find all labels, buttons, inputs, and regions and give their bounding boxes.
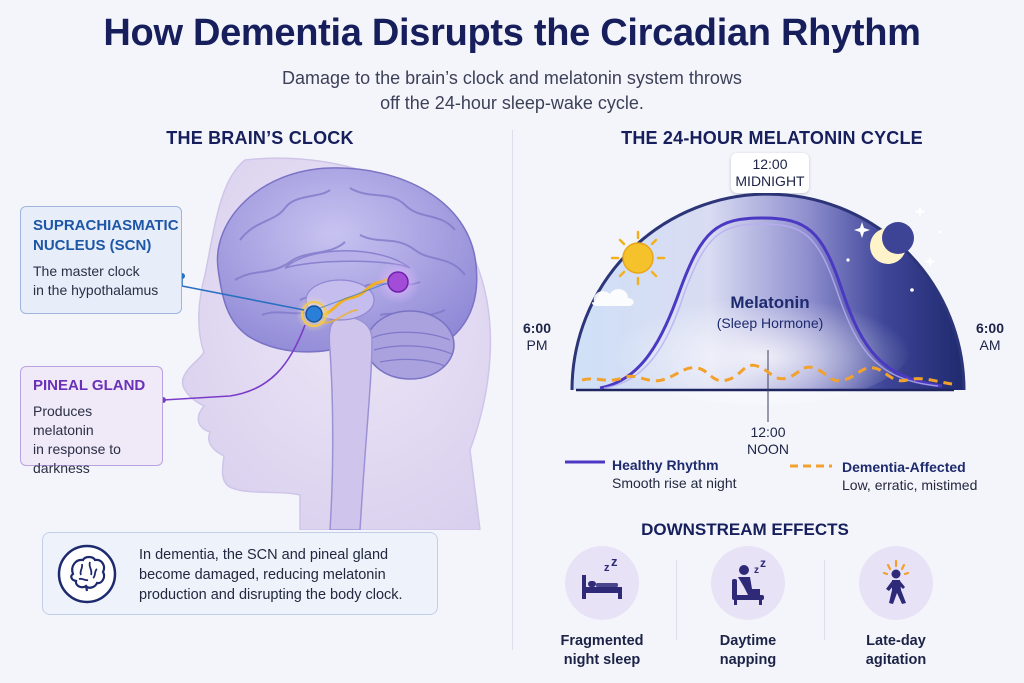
effect-label-line: agitation	[865, 652, 927, 668]
clock-time-label: AM	[979, 337, 1001, 353]
effect-fragmented-sleep: z z Fragmented night sleep	[542, 546, 662, 670]
melatonin-label: Melatonin (Sleep Hormone)	[700, 292, 840, 333]
legend-swatch-dementia	[790, 464, 832, 468]
info-line: In dementia, the SCN and pineal gland	[139, 547, 389, 563]
effect-icon-circle: z z	[711, 546, 785, 620]
scn-title-line: NUCLEUS (SCN)	[33, 237, 152, 254]
dementia-info-box: In dementia, the SCN and pineal gland be…	[42, 532, 438, 615]
scn-desc-line: in the hypothalamus	[33, 282, 159, 298]
scn-callout: SUPRACHIASMATIC NUCLEUS (SCN) The master…	[20, 206, 182, 314]
legend-desc: Low, erratic, mistimed	[842, 477, 978, 493]
pineal-desc-line: Produces melatonin	[33, 403, 94, 438]
subtitle-line: off the 24-hour sleep-wake cycle.	[380, 93, 644, 113]
melatonin-desc: (Sleep Hormone)	[716, 315, 824, 331]
legend-title: Healthy Rhythm	[612, 457, 719, 473]
legend-desc: Smooth rise at night	[612, 475, 737, 491]
agitated-walking-icon	[882, 559, 910, 604]
moon-icon	[870, 222, 914, 264]
six-pm-label: 6:00 PM	[517, 320, 557, 354]
info-line: production and disrupting the body clock…	[139, 587, 403, 603]
svg-text:z: z	[754, 565, 759, 576]
pineal-callout: PINEAL GLAND Produces melatonin in respo…	[20, 366, 163, 476]
sun-icon	[610, 230, 666, 286]
stars	[846, 206, 942, 292]
effect-icon-circle: z z	[565, 546, 639, 620]
legend-dementia: Dementia-Affected Low, erratic, mistimed	[842, 458, 977, 494]
effect-label-line: night sleep	[563, 652, 641, 668]
page-title: How Dementia Disrupts the Circadian Rhyt…	[103, 12, 921, 54]
subtitle-line: Damage to the brain’s clock and melatoni…	[282, 68, 742, 88]
pineal-gland-marker	[387, 271, 409, 293]
healthy-rhythm-curve	[599, 216, 943, 390]
clock-time-label: NOON	[747, 441, 789, 457]
scn-pineal-link	[319, 281, 391, 309]
six-am-label: 6:00 AM	[970, 320, 1010, 354]
cerebellum	[365, 310, 455, 380]
pineal-title: PINEAL GLAND	[33, 377, 146, 394]
legend-healthy: Healthy Rhythm Smooth rise at night	[612, 456, 737, 492]
right-section-heading: THE 24-HOUR MELATONIN CYCLE	[621, 128, 923, 148]
svg-text:z: z	[760, 557, 766, 570]
panel-divider	[512, 130, 513, 650]
scn-marker	[305, 305, 323, 323]
effect-late-day-agitation: Late-day agitation	[836, 546, 956, 670]
legend-title: Dementia-Affected	[842, 459, 966, 475]
clock-time-label: MIDNIGHT	[735, 173, 805, 189]
effect-label: Daytime napping	[688, 632, 808, 670]
scn-title: SUPRACHIASMATIC NUCLEUS (SCN)	[33, 216, 179, 256]
svg-text:z: z	[604, 562, 610, 574]
scn-connector-line	[181, 276, 305, 311]
left-section-heading: THE BRAIN’S CLOCK	[166, 128, 354, 148]
cloud-icon	[591, 289, 634, 306]
effects-heading: DOWNSTREAM EFFECTS	[641, 520, 849, 539]
pineal-desc-line: darkness	[33, 460, 90, 476]
effect-label-line: Daytime	[719, 633, 777, 649]
dementia-affected-curve	[581, 363, 953, 386]
effects-separator	[824, 560, 825, 640]
brain-illustration	[160, 157, 492, 530]
effect-label: Late-day agitation	[836, 632, 956, 670]
effect-label-line: Fragmented	[560, 633, 644, 649]
effect-label-line: napping	[719, 652, 777, 668]
noon-label: 12:00 NOON	[738, 424, 798, 458]
effects-separator	[676, 560, 677, 640]
bed-sleep-icon: z z	[582, 557, 622, 599]
effect-label: Fragmented night sleep	[542, 632, 662, 670]
melatonin-cycle-diagram	[570, 192, 966, 422]
page-subtitle: Damage to the brain’s clock and melatoni…	[0, 66, 1024, 116]
brain-icon	[57, 544, 117, 604]
scn-title-line: SUPRACHIASMATIC	[33, 217, 179, 234]
pineal-connector-line	[162, 324, 306, 401]
melatonin-name: Melatonin	[730, 293, 810, 312]
effect-label-line: Late-day	[866, 633, 926, 649]
brainstem	[328, 316, 373, 530]
legend-swatch-healthy	[565, 460, 605, 464]
pineal-desc-line: in response to	[33, 441, 121, 457]
info-text: In dementia, the SCN and pineal gland be…	[139, 545, 431, 605]
svg-text:z: z	[611, 557, 618, 569]
effect-icon-circle	[859, 546, 933, 620]
chair-nap-icon: z z	[732, 557, 766, 605]
clock-time: 6:00	[522, 320, 552, 336]
info-line: become damaged, reducing melatonin	[139, 567, 386, 583]
clock-time: 12:00	[752, 156, 788, 172]
scn-desc-line: The master clock	[33, 263, 140, 279]
midnight-label: 12:00 MIDNIGHT	[731, 153, 809, 193]
clock-time: 6:00	[975, 320, 1005, 336]
clock-time-label: PM	[526, 337, 548, 353]
effect-daytime-napping: z z Daytime napping	[688, 546, 808, 670]
clock-time: 12:00	[750, 424, 786, 440]
